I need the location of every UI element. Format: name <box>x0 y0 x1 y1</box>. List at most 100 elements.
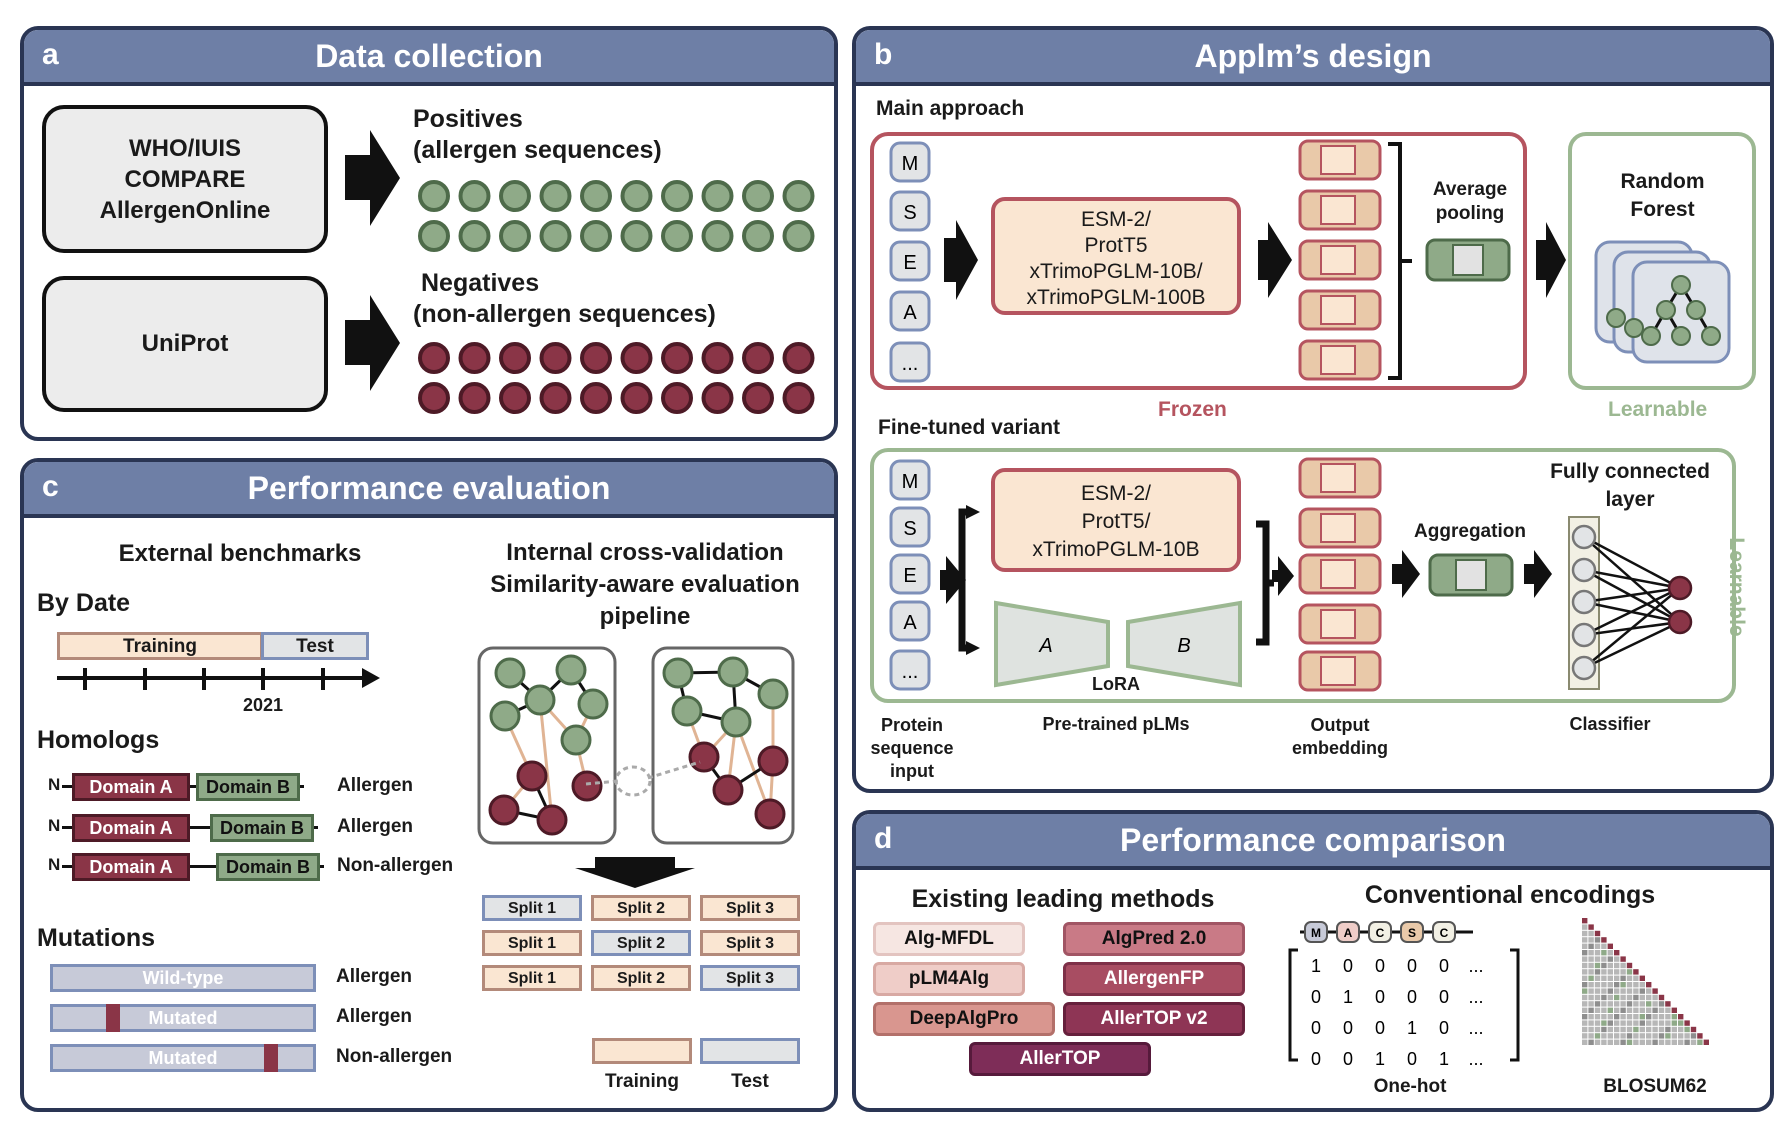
blosum-cell <box>1582 956 1588 962</box>
arrow-right-icon <box>1392 550 1420 598</box>
by-date-label: By Date <box>37 589 131 617</box>
source-line: UniProt <box>141 330 229 357</box>
aggregation-label: Aggregation <box>1414 521 1526 542</box>
positive-node <box>524 684 556 716</box>
conventional-encodings-label: Conventional encodings <box>1364 881 1656 909</box>
arrow-right-icon <box>345 130 400 226</box>
blosum-cell <box>1607 1026 1613 1033</box>
residue-box <box>889 240 931 282</box>
blosum-cell <box>1607 950 1613 956</box>
blosum-cell <box>1601 1039 1607 1045</box>
blosum-cell <box>1594 962 1601 969</box>
embedding-cell <box>1320 295 1356 325</box>
fully-connected-network <box>1568 516 1693 690</box>
blosum-cell <box>1639 1033 1645 1039</box>
blosum-cell <box>1620 1001 1626 1007</box>
matrix-cell: 1 <box>1439 1049 1449 1069</box>
embedding-cell <box>1320 195 1356 225</box>
blosum-cell <box>1594 969 1601 975</box>
label-line: input <box>890 761 934 781</box>
blosum-cell <box>1690 1039 1697 1045</box>
blosum-cell <box>1665 1026 1671 1033</box>
residue-letter: ... <box>902 661 919 683</box>
method-tag: AlgPred 2.0 <box>1063 922 1245 956</box>
panel-title: Applm’s design <box>1194 38 1432 74</box>
blosum-cell <box>1626 1039 1633 1045</box>
n-terminus-label: N <box>48 775 61 794</box>
fc-output-node <box>1667 609 1693 635</box>
blosum62-label: BLOSUM62 <box>1603 1076 1707 1097</box>
label-line: Forest <box>1630 198 1695 221</box>
blosum-cell <box>1620 962 1626 969</box>
positive-dot <box>458 180 491 212</box>
positive-dot <box>782 220 815 252</box>
negative-sequence-dots <box>418 342 815 414</box>
negative-dot <box>539 382 572 414</box>
fc-output-node <box>1667 575 1693 601</box>
aggregated-vector <box>1428 553 1514 597</box>
residue-chip <box>1400 921 1424 943</box>
blosum-cell <box>1620 975 1626 981</box>
residue-letter: E <box>903 252 916 274</box>
blosum-cell <box>1607 994 1613 1001</box>
blosum-cell <box>1614 1001 1620 1007</box>
merge-bracket-icon <box>1256 520 1274 646</box>
blosum-cell <box>1626 1033 1633 1039</box>
blosum-cell <box>1620 994 1626 1001</box>
blosum-cell <box>1607 975 1613 981</box>
source-line: AllergenOnline <box>99 196 271 224</box>
matrix-cell: 0 <box>1343 956 1353 976</box>
blosum-cell <box>1588 982 1594 988</box>
panel-title: Performance evaluation <box>247 470 611 506</box>
matrix-cell: 0 <box>1375 987 1385 1007</box>
blosum-cell <box>1639 975 1645 981</box>
right-bracket-icon <box>1510 948 1520 1062</box>
arrow-right-icon <box>1524 550 1552 598</box>
blosum-cell <box>1620 956 1626 962</box>
blosum-cell <box>1607 969 1613 975</box>
blosum-cell <box>1582 1033 1588 1039</box>
positive-dot <box>499 220 531 252</box>
matrix-cell: 0 <box>1407 1049 1417 1069</box>
residue-column-ft: MSEA... <box>889 459 931 691</box>
n-terminus-label: N <box>48 816 61 835</box>
blosum-cell <box>1594 1033 1601 1039</box>
blosum-cell <box>1620 1033 1626 1039</box>
arrow-right-icon <box>1536 222 1566 298</box>
blosum-cell <box>1588 962 1594 969</box>
negative-dot <box>458 342 491 374</box>
blosum-cell <box>1703 1039 1709 1045</box>
blosum-cell <box>1601 962 1607 969</box>
fc-connection <box>1583 586 1681 637</box>
residue-box <box>889 506 931 548</box>
blosum-cell <box>1582 988 1588 994</box>
embedding-cell <box>1320 245 1356 275</box>
negative-dot <box>539 342 572 374</box>
blosum-cell <box>1665 1001 1671 1007</box>
blosum-cell <box>1633 1001 1639 1007</box>
legend-test-label: Test <box>731 1071 769 1092</box>
blosum-cell <box>1665 1039 1671 1045</box>
fc-input-node <box>1571 655 1597 681</box>
split-training-cell: Split 3 <box>700 895 800 921</box>
negative-dot <box>742 382 774 414</box>
blosum-cell <box>1665 1014 1671 1020</box>
matrix-cell: 0 <box>1407 987 1417 1007</box>
split-training-cell: Split 2 <box>591 895 691 921</box>
onehot-label: One-hot <box>1373 1076 1447 1097</box>
split-training-cell: Split 2 <box>591 965 691 991</box>
matrix-cell: 0 <box>1311 1018 1321 1038</box>
negative-node <box>754 798 786 830</box>
residue-letter: E <box>903 565 916 587</box>
class-label: Allergen <box>336 1006 413 1027</box>
residue-letter: S <box>903 202 916 224</box>
label-line: pipeline <box>599 603 691 630</box>
blosum-cell <box>1601 937 1607 943</box>
blosum-cell <box>1620 1020 1626 1026</box>
backbone-line <box>62 865 324 868</box>
positive-node <box>489 700 521 732</box>
blosum-cell <box>1639 994 1645 1001</box>
positive-dot <box>418 220 450 252</box>
blosum-cell <box>1607 962 1613 969</box>
class-label: Non-allergen <box>336 1046 453 1067</box>
